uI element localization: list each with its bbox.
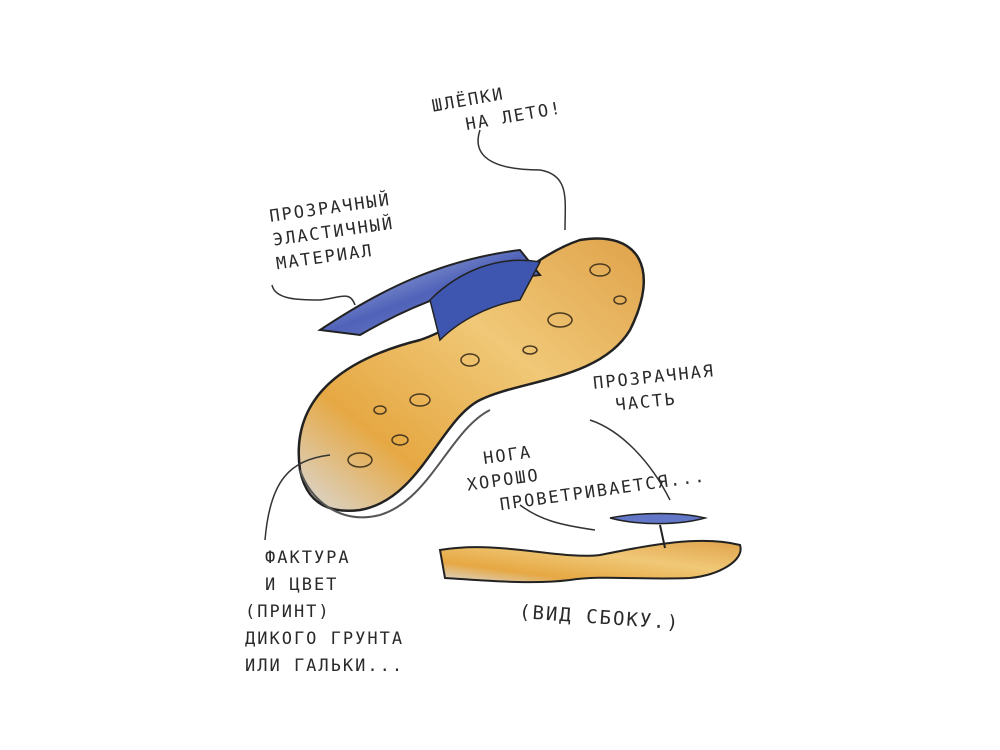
note-line: ДИКОГО ГРУНТА bbox=[245, 629, 405, 649]
sole-top-view bbox=[297, 237, 645, 513]
pebble-texture bbox=[347, 263, 627, 468]
note-line: (ПРИНТ) bbox=[245, 602, 331, 622]
note-line: И ЦВЕТ bbox=[265, 575, 339, 595]
sole-side-view bbox=[438, 539, 742, 584]
note-line: ФАКТУРА bbox=[265, 548, 351, 568]
side-strap bbox=[609, 512, 708, 525]
leader-lines bbox=[264, 129, 671, 541]
note-line: ИЛИ ГАЛЬКИ... bbox=[245, 656, 405, 676]
note-texture: ФАКТУРА И ЦВЕТ (ПРИНТ) ДИКОГО ГРУНТА ИЛИ ГАЛ… bbox=[245, 545, 404, 680]
